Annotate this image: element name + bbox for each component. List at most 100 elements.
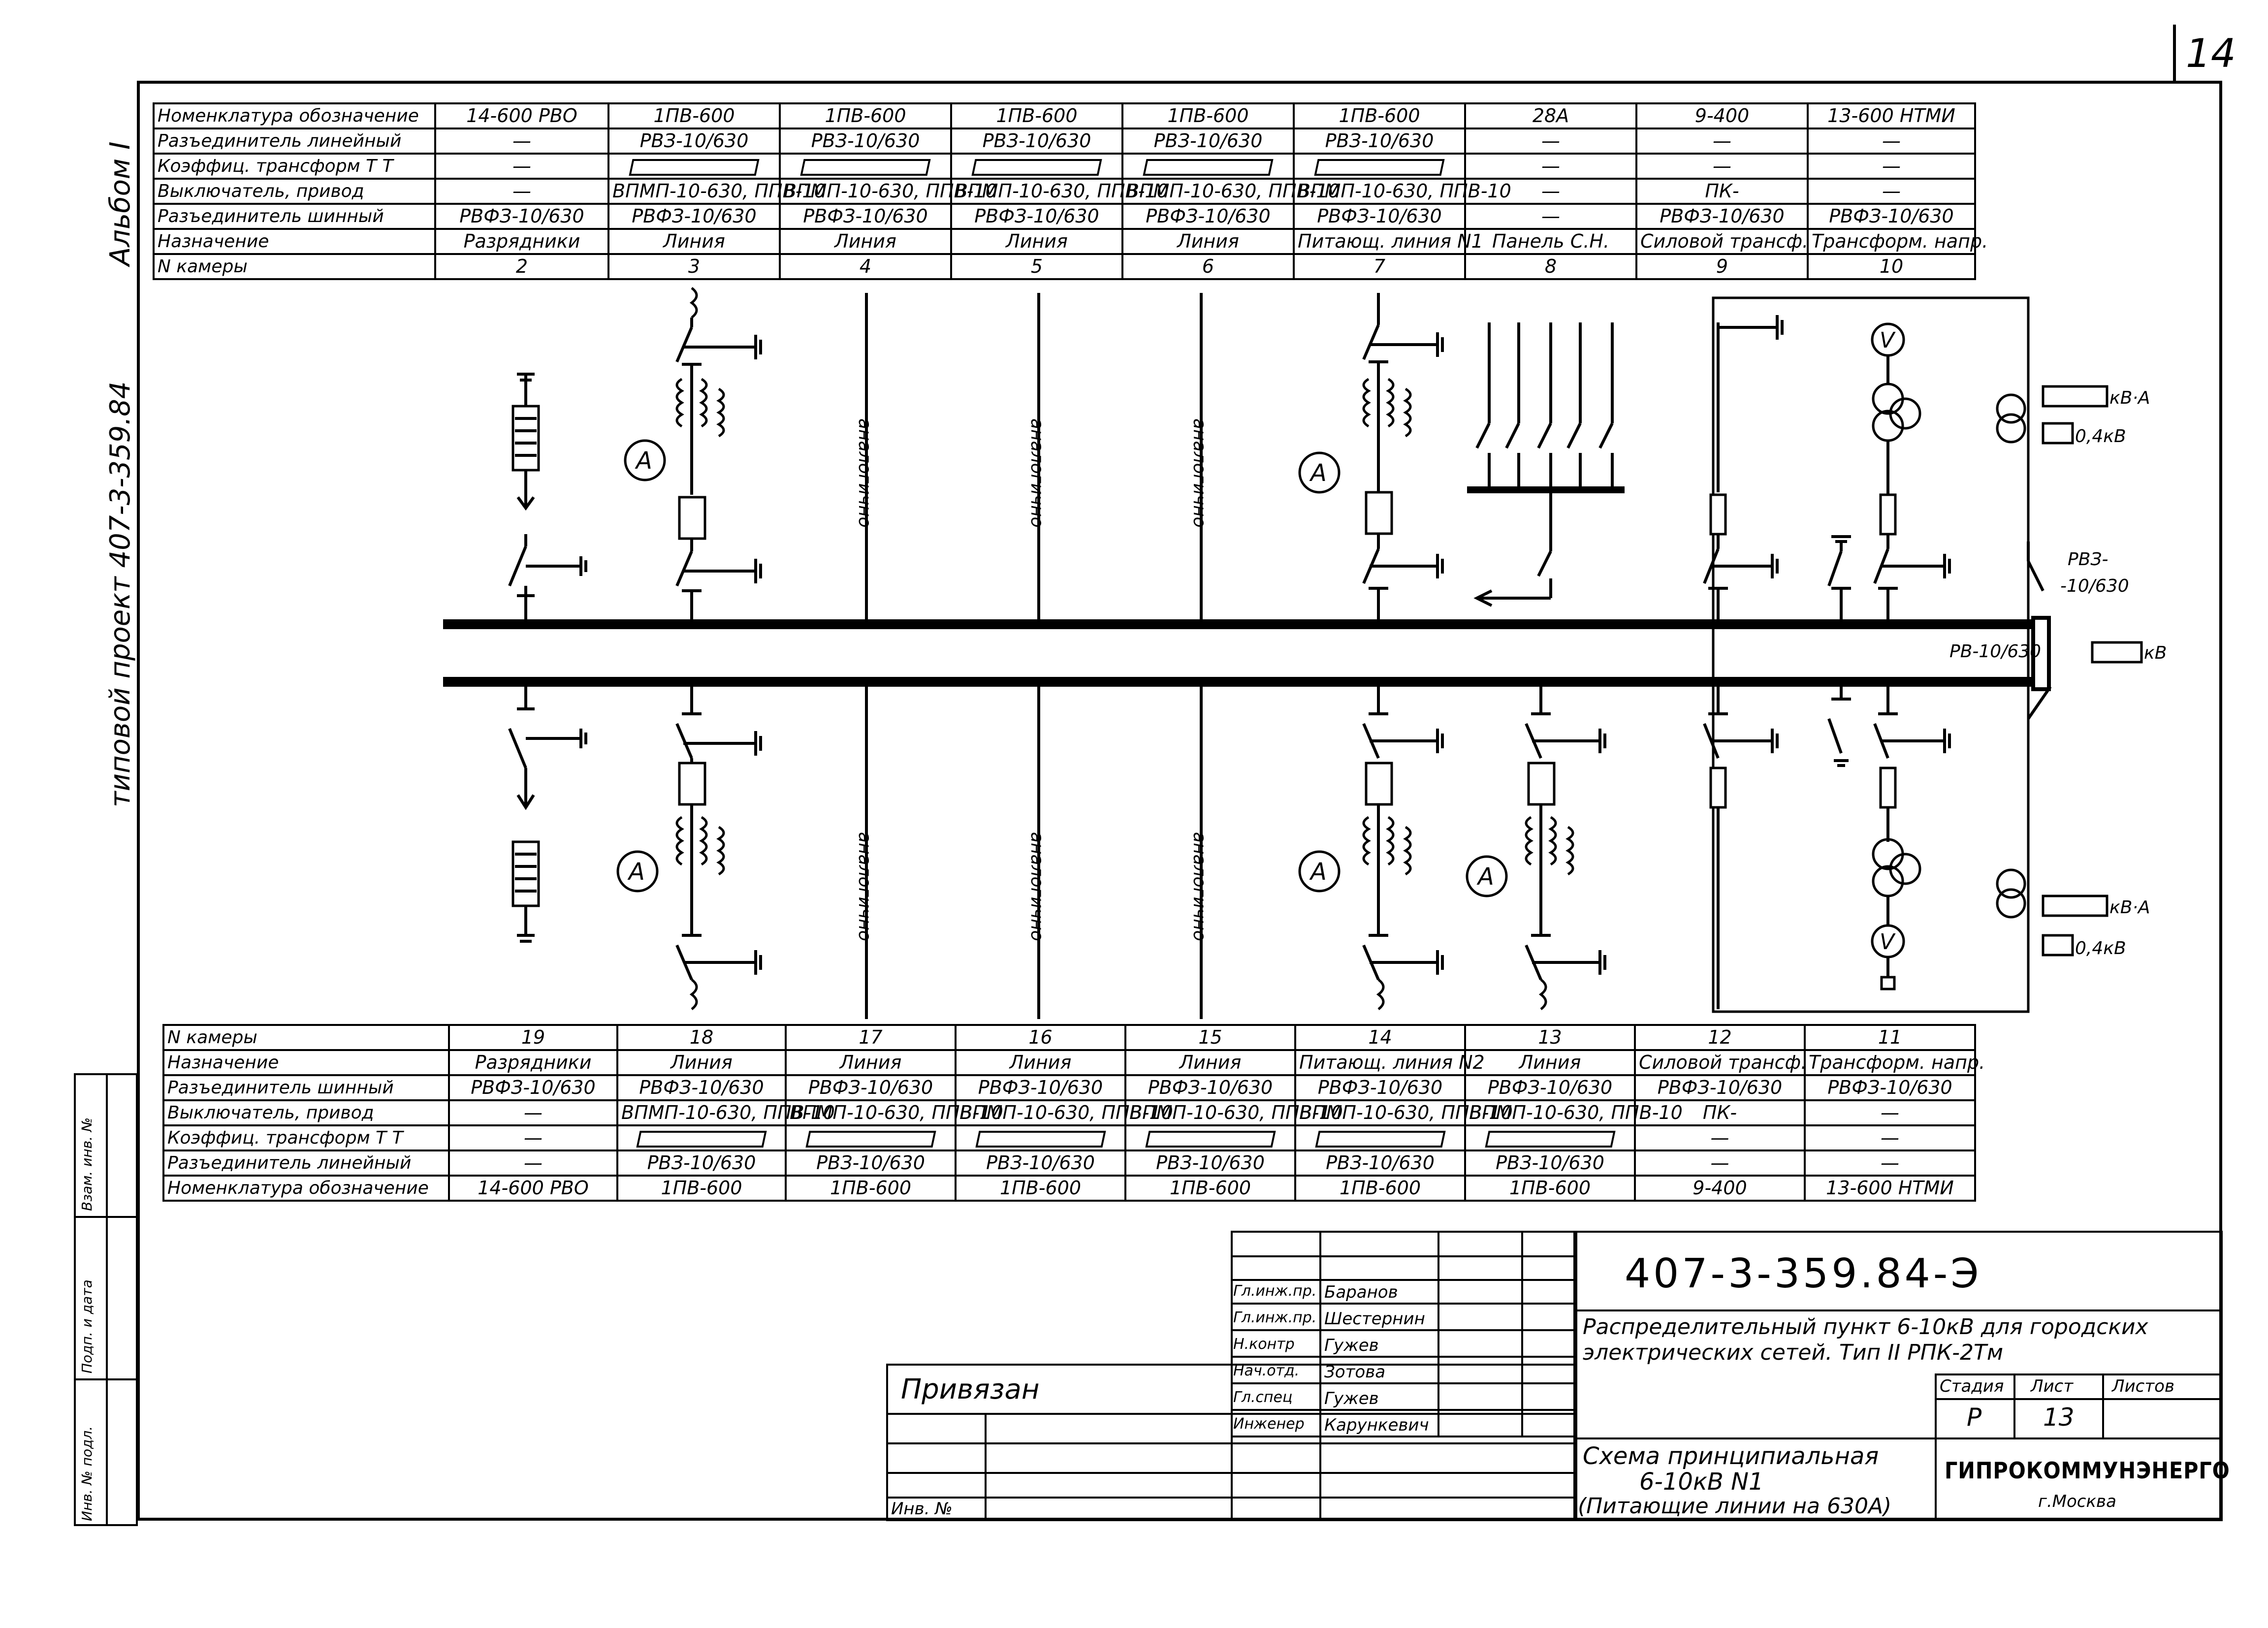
table-cell: — (1807, 153, 1976, 180)
row-header: Коэффиц. трансформ Т Т (153, 153, 436, 180)
voltmeter-label-10: V (1880, 328, 1896, 353)
table-cell: 13-600 НТМИ (1807, 102, 1976, 129)
signer-name: Карункевич (1324, 1415, 1429, 1435)
table-cell (1294, 1124, 1466, 1151)
row-header: Разъединитель шинный (162, 1074, 450, 1101)
table-cell: РВФЗ-10/630 (1807, 203, 1976, 230)
table-cell: — (1464, 178, 1637, 205)
table-cell: РВЗ-10/630 (616, 1149, 787, 1177)
table-cell: 15 (1124, 1024, 1296, 1051)
title-line-2: электрических сетей. Тип II РПК-2Тм (1583, 1340, 2004, 1365)
kv04-label-top: 0,4кВ (2075, 426, 2126, 447)
rvz-label: РВЗ- (2068, 549, 2108, 570)
signature-grid (1231, 1231, 1575, 1437)
table-cell: 1ПВ-600 (1464, 1175, 1636, 1202)
table-cell: 18 (616, 1024, 787, 1051)
table-cell: 1ПВ-600 (785, 1175, 957, 1202)
table-cell: Разрядники (434, 228, 609, 255)
signer-role: Гл.инж.пр. (1233, 1282, 1317, 1300)
row-header: Коэффиц. трансформ Т Т (162, 1124, 450, 1151)
signer-name: Гужев (1324, 1336, 1379, 1355)
table-cell: Панель С.Н. (1464, 228, 1637, 255)
row-header: Разъединитель линейный (162, 1149, 450, 1177)
drawing-title-3: (Питающие линии на 630А) (1578, 1494, 1892, 1519)
table-row: Коэффиц. трансформ Т Т———— (153, 153, 1976, 180)
table-cell (785, 1124, 957, 1151)
row-header: N камеры (162, 1024, 450, 1051)
signer-role: Нач.отд. (1233, 1362, 1300, 1379)
table-cell: РВФЗ-10/630 (1294, 1074, 1466, 1101)
table-cell: Питающ. линия N2 (1294, 1049, 1485, 1076)
table-cell: РВФЗ-10/630 (779, 203, 952, 230)
table-cell: РВФЗ-10/630 (448, 1074, 618, 1101)
kva-label-top: кВ·А (2109, 388, 2150, 408)
table-cell: РВФЗ-10/630 (1804, 1074, 1976, 1101)
signer-name: Шестернин (1324, 1309, 1425, 1329)
table-cell: РВЗ-10/630 (1464, 1149, 1636, 1177)
table-cell: РВЗ-10/630 (607, 128, 781, 155)
table-cell: — (1804, 1124, 1976, 1151)
table-cell: 14 (1294, 1024, 1466, 1051)
table-cell: РВЗ-10/630 (779, 128, 952, 155)
table-cell (1121, 153, 1295, 180)
table-cell: РВФЗ-10/630 (1293, 203, 1466, 230)
row-header: Разъединитель шинный (153, 203, 436, 230)
table-cell: 9 (1635, 253, 1809, 280)
table-cell: РВЗ-10/630 (950, 128, 1123, 155)
table-cell (607, 153, 781, 180)
table-cell (616, 1124, 787, 1151)
table-cell: 17 (785, 1024, 957, 1051)
table-cell: ВПМП-10-630, ППВ-10 (1121, 178, 1340, 205)
sheet-number-box (2173, 25, 2222, 84)
table-cell (779, 153, 952, 180)
busbar-earth-switches (1827, 535, 1851, 767)
table-cell: Силовой трансф. (1634, 1049, 1807, 1076)
document-code: 407-3-359.84-Э (1625, 1250, 1982, 1297)
voltage-transformer-cell-11 (1871, 682, 1951, 990)
line-cell-18 (616, 682, 762, 1010)
arrester-cell-2 (508, 373, 587, 624)
table-cell: — (1464, 203, 1637, 230)
signer-role: Инженер (1233, 1415, 1305, 1433)
stage-value: Р (1967, 1403, 1982, 1432)
ammeter-label-3: A (635, 447, 652, 475)
row-header: Выключатель, привод (153, 178, 436, 205)
sheets-header: Листов (2112, 1376, 2175, 1396)
table-row: Коэффиц. трансформ Т Т——— (162, 1124, 1976, 1151)
table-cell: РВЗ-10/630 (955, 1149, 1126, 1177)
bus-section-box (2031, 616, 2051, 691)
table-cell: РВФЗ-10/630 (950, 203, 1123, 230)
table-cell: — (1634, 1124, 1806, 1151)
table-cell: — (1464, 153, 1637, 180)
table-cell: Линия (950, 228, 1123, 255)
analog-label-5: аналогично (1027, 418, 1047, 528)
table-cell: 2 (434, 253, 609, 280)
table-cell: — (434, 128, 609, 155)
table-cell: РВФЗ-10/630 (1121, 203, 1295, 230)
table-cell: 1ПВ-600 (950, 102, 1123, 129)
line-cell-14 (1298, 682, 1444, 1010)
table-cell (950, 153, 1123, 180)
rvz2-label: -10/630 (2060, 576, 2129, 596)
table-cell: ВПМП-10-630, ППВ-10 (1293, 178, 1511, 205)
table-cell: 13-600 НТМИ (1804, 1175, 1976, 1202)
table-cell: РВФЗ-10/630 (1635, 203, 1809, 230)
drawing-title-1: Схема принципиальная (1583, 1442, 1879, 1470)
table-cell: Трансформ. напр. (1807, 228, 1988, 255)
signer-role: Гл.инж.пр. (1233, 1309, 1317, 1326)
voltage-transformer-cell-10 (1871, 322, 1951, 624)
analog-label-6: аналогично (1189, 418, 1210, 528)
table-cell: 9-400 (1635, 102, 1809, 129)
table-cell: ПК- (1635, 178, 1809, 205)
voltmeter-label-11: V (1880, 929, 1896, 955)
table-cell: Линия (1121, 228, 1295, 255)
